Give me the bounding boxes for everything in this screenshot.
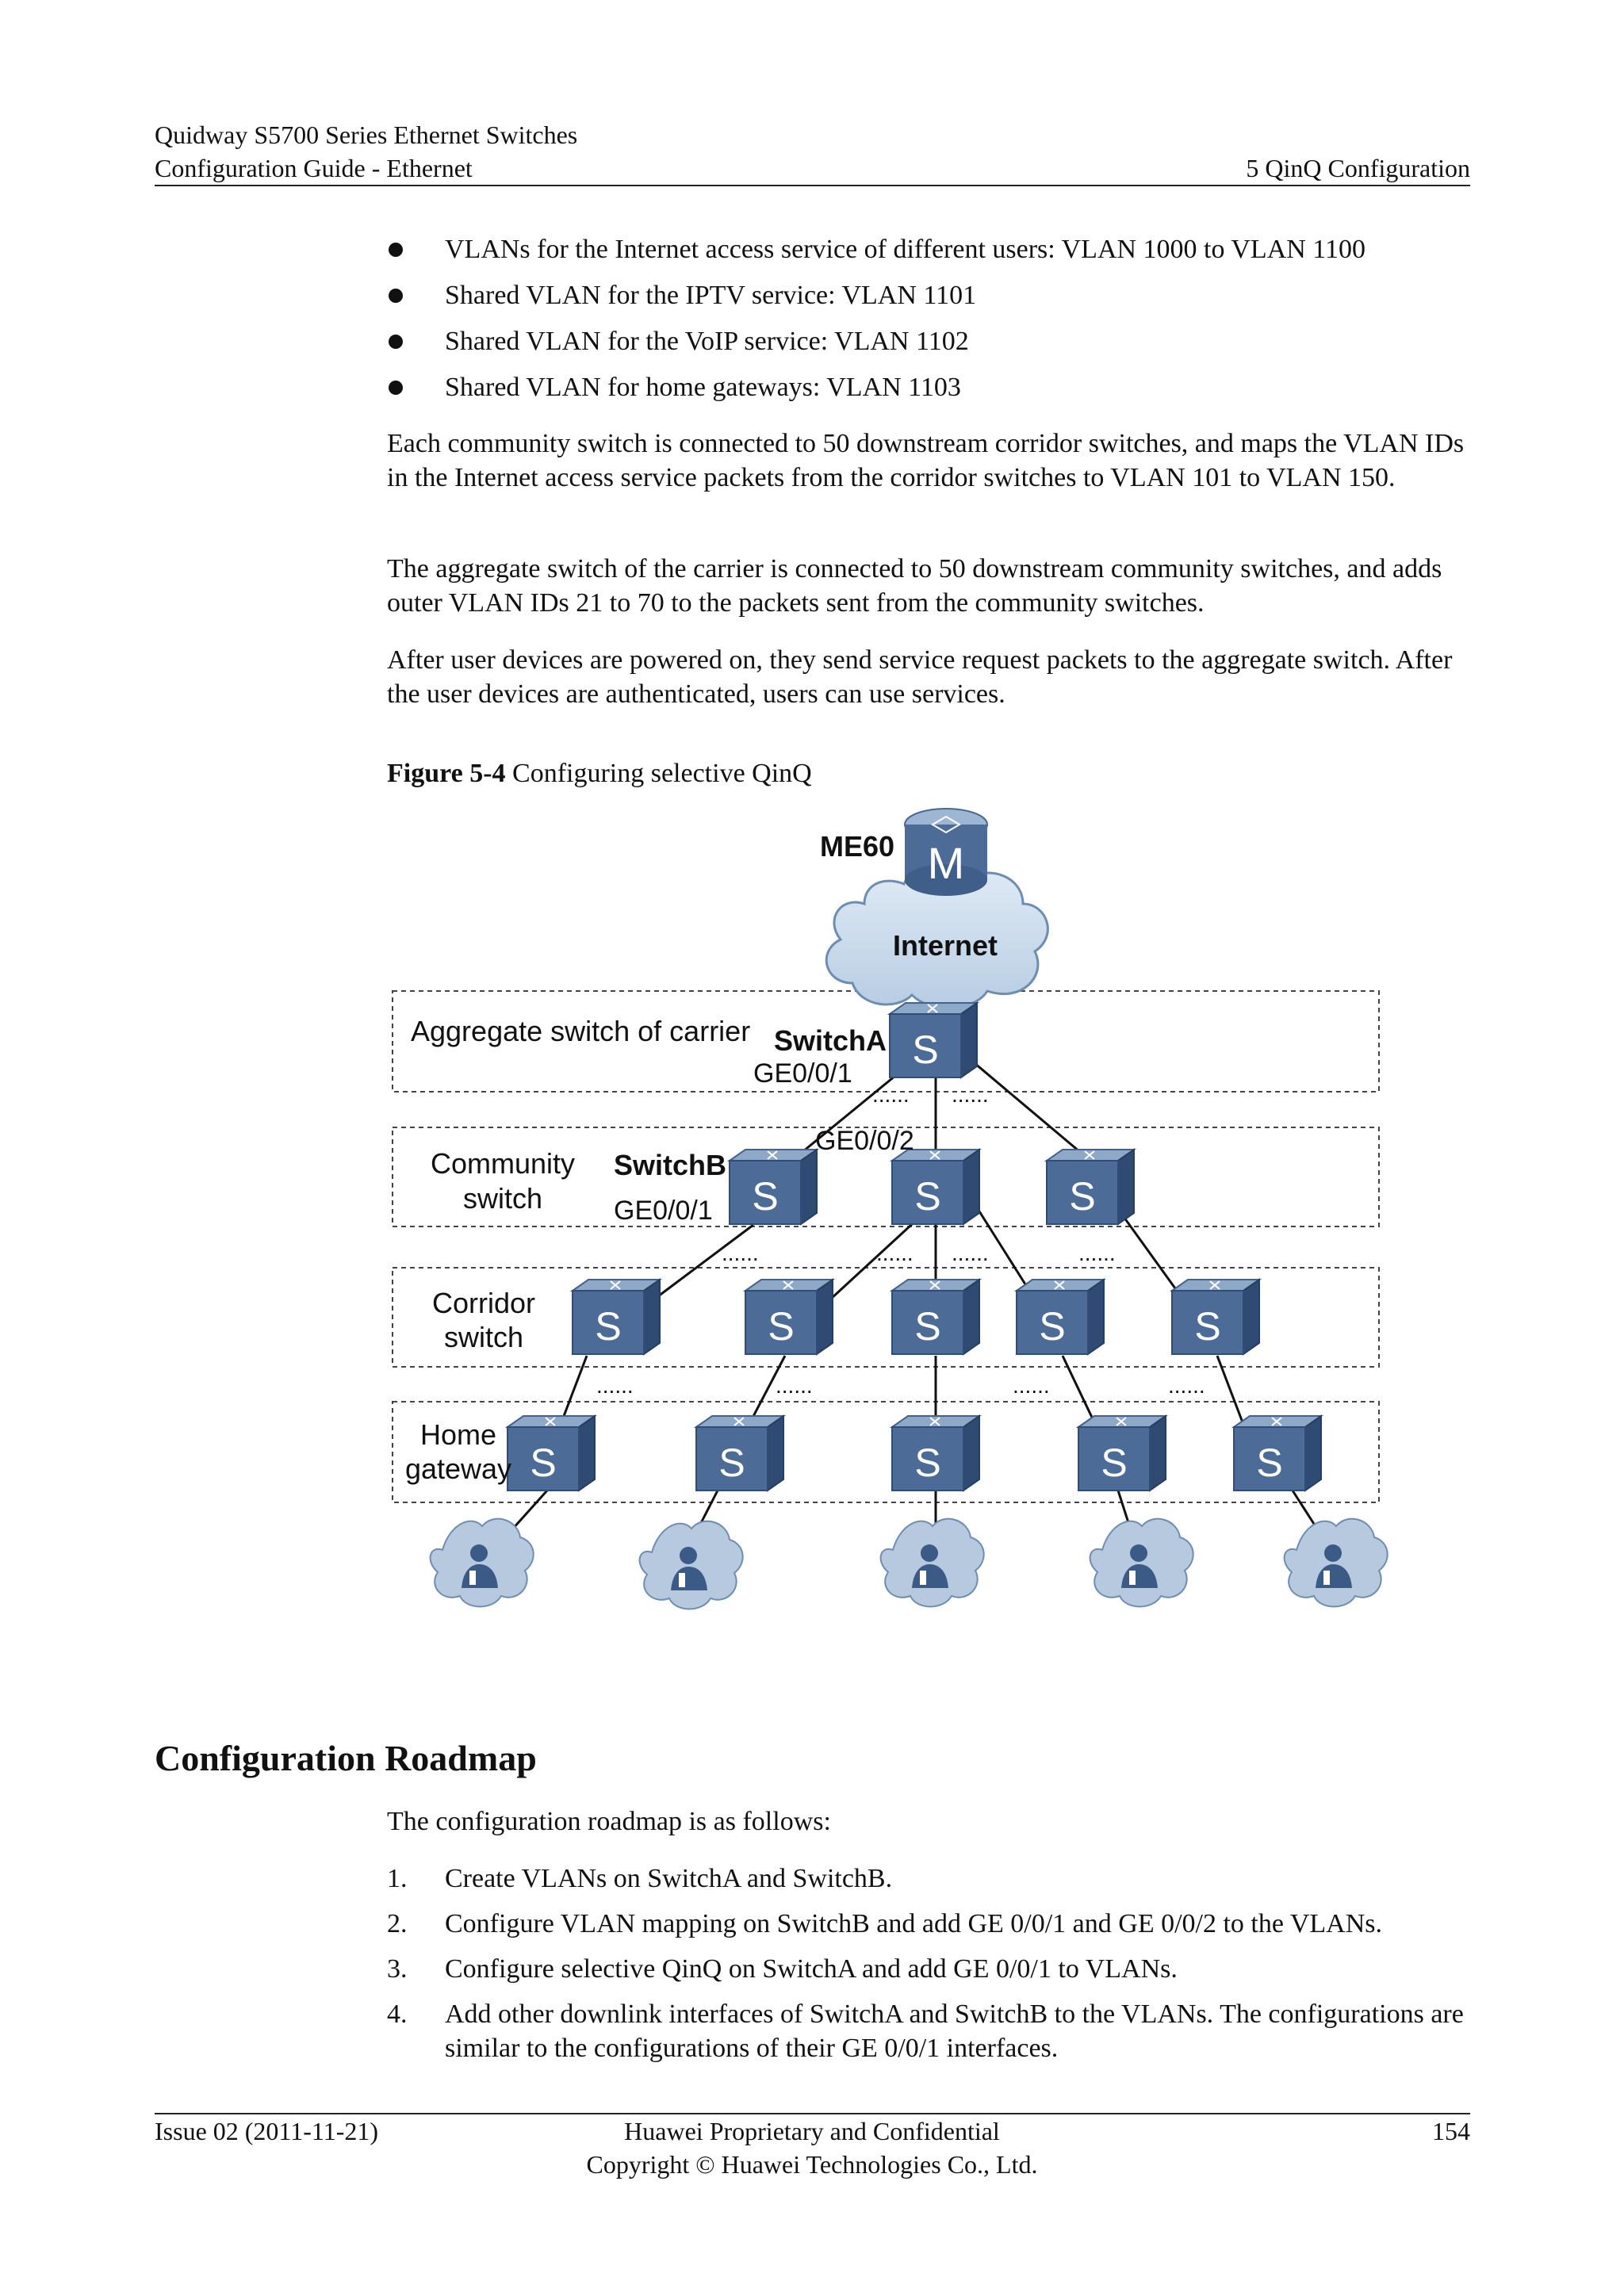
step-text: Configure VLAN mapping on SwitchB and ad… (445, 1909, 1383, 1938)
switch-icon (572, 1279, 661, 1355)
bullet-item: Shared VLAN for the VoIP service: VLAN 1… (445, 327, 969, 356)
paragraph: The aggregate switch of the carrier is c… (387, 554, 1442, 618)
header-product: Quidway S5700 Series Ethernet Switches (155, 121, 578, 149)
switch-icon (1171, 1279, 1260, 1355)
bullet-item: Shared VLAN for the IPTV service: VLAN 1… (445, 281, 977, 310)
router-icon: M (904, 808, 988, 896)
bullet-item: Shared VLAN for home gateways: VLAN 1103 (445, 373, 961, 402)
layer-label-corridor-2: switch (444, 1321, 523, 1353)
svg-text:......: ...... (952, 1082, 989, 1107)
switchb-label: SwitchB (614, 1149, 726, 1181)
svg-text:......: ...... (952, 1241, 989, 1265)
layer-label-corridor-1: Corridor (432, 1287, 535, 1319)
switch-icon (1078, 1415, 1166, 1491)
ellipsis-group: ...... ...... ...... ...... ...... .....… (596, 1082, 1205, 1398)
switch-icon (891, 1415, 980, 1491)
switchb-port-ge001: GE0/0/1 (614, 1196, 713, 1226)
bullet-marker (389, 289, 403, 303)
switch-icon (695, 1415, 784, 1491)
step-text: Configure selective QinQ on SwitchA and … (445, 1954, 1178, 1984)
step-number: 3. (387, 1954, 408, 1984)
svg-text:......: ...... (722, 1241, 759, 1265)
svg-text:......: ...... (596, 1373, 634, 1398)
switch-icon-switchb (729, 1149, 818, 1225)
header-guide: Configuration Guide - Ethernet (155, 154, 473, 182)
switch-icon (891, 1149, 980, 1225)
figure-number: Figure 5-4 (387, 759, 506, 788)
bullet-marker (389, 381, 403, 395)
header-rule (155, 185, 1470, 186)
switch-icon (1016, 1279, 1105, 1355)
layer-label-home-1: Home (420, 1418, 496, 1451)
bullet-marker (389, 335, 403, 349)
header-chapter: 5 QinQ Configuration (1246, 154, 1470, 182)
switch-icon (507, 1415, 596, 1491)
switch-icon (1233, 1415, 1322, 1491)
svg-text:......: ...... (1013, 1373, 1050, 1398)
roadmap-intro: The configuration roadmap is as follows: (387, 1807, 831, 1836)
layer-label-home-2: gateway (405, 1452, 511, 1485)
user-icon (429, 1517, 534, 1608)
svg-text:......: ...... (1078, 1241, 1116, 1265)
layer-home-box (392, 1401, 1380, 1503)
switch-icon (745, 1279, 833, 1355)
svg-text:......: ...... (776, 1373, 813, 1398)
layer-label-aggregate: Aggregate switch of carrier (411, 1015, 750, 1047)
paragraph: After user devices are powered on, they … (387, 645, 1453, 709)
step-text: Create VLANs on SwitchA and SwitchB. (445, 1864, 893, 1893)
user-icon (879, 1517, 985, 1608)
router-glyph: M (928, 838, 965, 888)
bullet-marker (389, 243, 403, 257)
user-icon (1089, 1517, 1194, 1608)
cloud-label: Internet (893, 929, 998, 962)
footer-confidential: Huawei Proprietary and Confidential (624, 2117, 1000, 2145)
switcha-label: SwitchA (774, 1024, 887, 1057)
layer-community-box (392, 1127, 1380, 1227)
section-title: Configuration Roadmap (155, 1738, 537, 1778)
paragraph: Each community switch is connected to 50… (387, 429, 1465, 492)
svg-text:......: ...... (872, 1082, 910, 1107)
footer-rule (155, 2113, 1470, 2114)
svg-text:......: ...... (876, 1241, 914, 1265)
bullet-item: VLANs for the Internet access service of… (445, 235, 1366, 264)
svg-text:......: ...... (1168, 1373, 1205, 1398)
layer-label-community-2: switch (463, 1182, 542, 1215)
switcha-port-ge002: GE0/0/2 (815, 1126, 914, 1156)
footer-copyright: Copyright © Huawei Technologies Co., Ltd… (586, 2150, 1038, 2179)
page-number: 154 (1432, 2117, 1470, 2145)
switcha-port-ge001: GE0/0/1 (753, 1058, 852, 1089)
layer-label-community-1: Community (431, 1147, 575, 1180)
figure-caption: Figure 5-4 Configuring selective QinQ (387, 756, 812, 790)
router-label: ME60 (820, 830, 894, 863)
footer-issue: Issue 02 (2011-11-21) (155, 2117, 379, 2145)
step-number: 1. (387, 1864, 408, 1893)
step-number: 2. (387, 1909, 408, 1938)
step-number: 4. (387, 1999, 408, 2029)
layer-corridor-box (392, 1267, 1380, 1368)
switch-icon (891, 1279, 980, 1355)
user-icon (638, 1520, 744, 1610)
figure-caption-text: Configuring selective QinQ (512, 759, 812, 788)
user-icon (1283, 1517, 1388, 1608)
switch-icon (1046, 1149, 1135, 1225)
switch-icon-switcha (889, 1002, 978, 1078)
step-text: Add other downlink interfaces of SwitchA… (445, 1999, 1464, 2063)
